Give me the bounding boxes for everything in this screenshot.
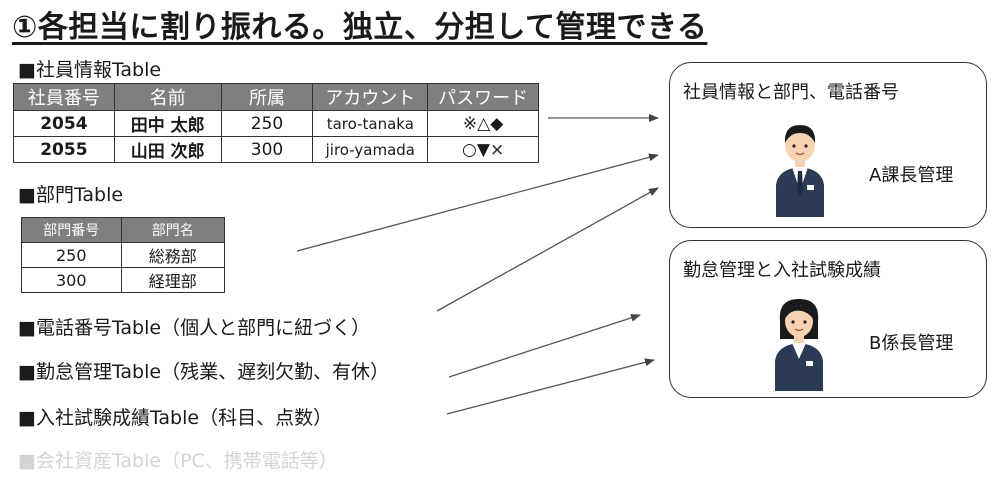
cell-account: taro-tanaka [312, 110, 429, 137]
arrow-exam-to-b [446, 358, 655, 415]
cell-dept-name: 経理部 [120, 267, 226, 293]
asset-table-label: ■会社資産Table（PC、携帯電話等） [18, 450, 338, 472]
arrow-attendance-to-b [448, 313, 641, 378]
header-employee-id: 社員番号 [13, 83, 115, 111]
header-affiliation: 所属 [220, 83, 314, 111]
male-manager-icon [776, 125, 824, 217]
manager-box-b: 勤怠管理と入社試験成績 B係長管理 [669, 240, 987, 398]
cell-dept-name: 総務部 [120, 242, 226, 268]
box-b-heading: 勤怠管理と入社試験成績 [683, 260, 881, 281]
table-row: 300 経理部 [21, 267, 226, 293]
dept-table-header: 部門番号 部門名 [21, 217, 226, 243]
dept-table-label: ■部門Table [18, 184, 124, 206]
arrow-phone-to-a [436, 187, 659, 312]
box-b-manager: B係長管理 [869, 333, 954, 354]
table-row: 250 総務部 [21, 242, 226, 268]
female-manager-icon [775, 299, 823, 391]
attendance-table-label: ■勤怠管理Table（残業、遅刻欠勤、有休） [18, 361, 390, 383]
dept-table: 部門番号 部門名 250 総務部 300 経理部 [21, 217, 226, 293]
header-dept-id: 部門番号 [21, 217, 122, 243]
employee-table-label: ■社員情報Table [18, 59, 162, 81]
cell-affiliation: 250 [220, 110, 314, 137]
box-a-manager: A課長管理 [869, 165, 954, 186]
header-dept-name: 部門名 [120, 217, 226, 243]
cell-name: 田中 太郎 [113, 110, 222, 137]
manager-box-a: 社員情報と部門、電話番号 A課長管理 [669, 62, 987, 228]
cell-affiliation: 300 [220, 136, 314, 163]
cell-dept-id: 300 [21, 267, 122, 293]
cell-account: jiro-yamada [312, 136, 429, 163]
phone-table-label: ■電話番号Table（個人と部門に紐づく） [18, 317, 371, 339]
cell-dept-id: 250 [21, 242, 122, 268]
arrow-dept-to-a [296, 153, 659, 252]
table-row: 2055 山田 次郎 300 jiro-yamada ○▼× [13, 136, 539, 163]
cell-password: ○▼× [427, 136, 539, 163]
header-account: アカウント [312, 83, 429, 111]
page-title: ①各担当に割り振れる。独立、分担して管理できる [12, 10, 708, 45]
employee-table-header: 社員番号 名前 所属 アカウント パスワード [13, 83, 539, 111]
cell-name: 山田 次郎 [113, 136, 222, 163]
header-password: パスワード [427, 83, 539, 111]
employee-table: 社員番号 名前 所属 アカウント パスワード 2054 田中 太郎 250 ta… [13, 83, 539, 163]
cell-employee-id: 2055 [13, 136, 115, 163]
exam-table-label: ■入社試験成績Table（科目、点数） [18, 407, 333, 429]
box-a-heading: 社員情報と部門、電話番号 [683, 82, 899, 103]
